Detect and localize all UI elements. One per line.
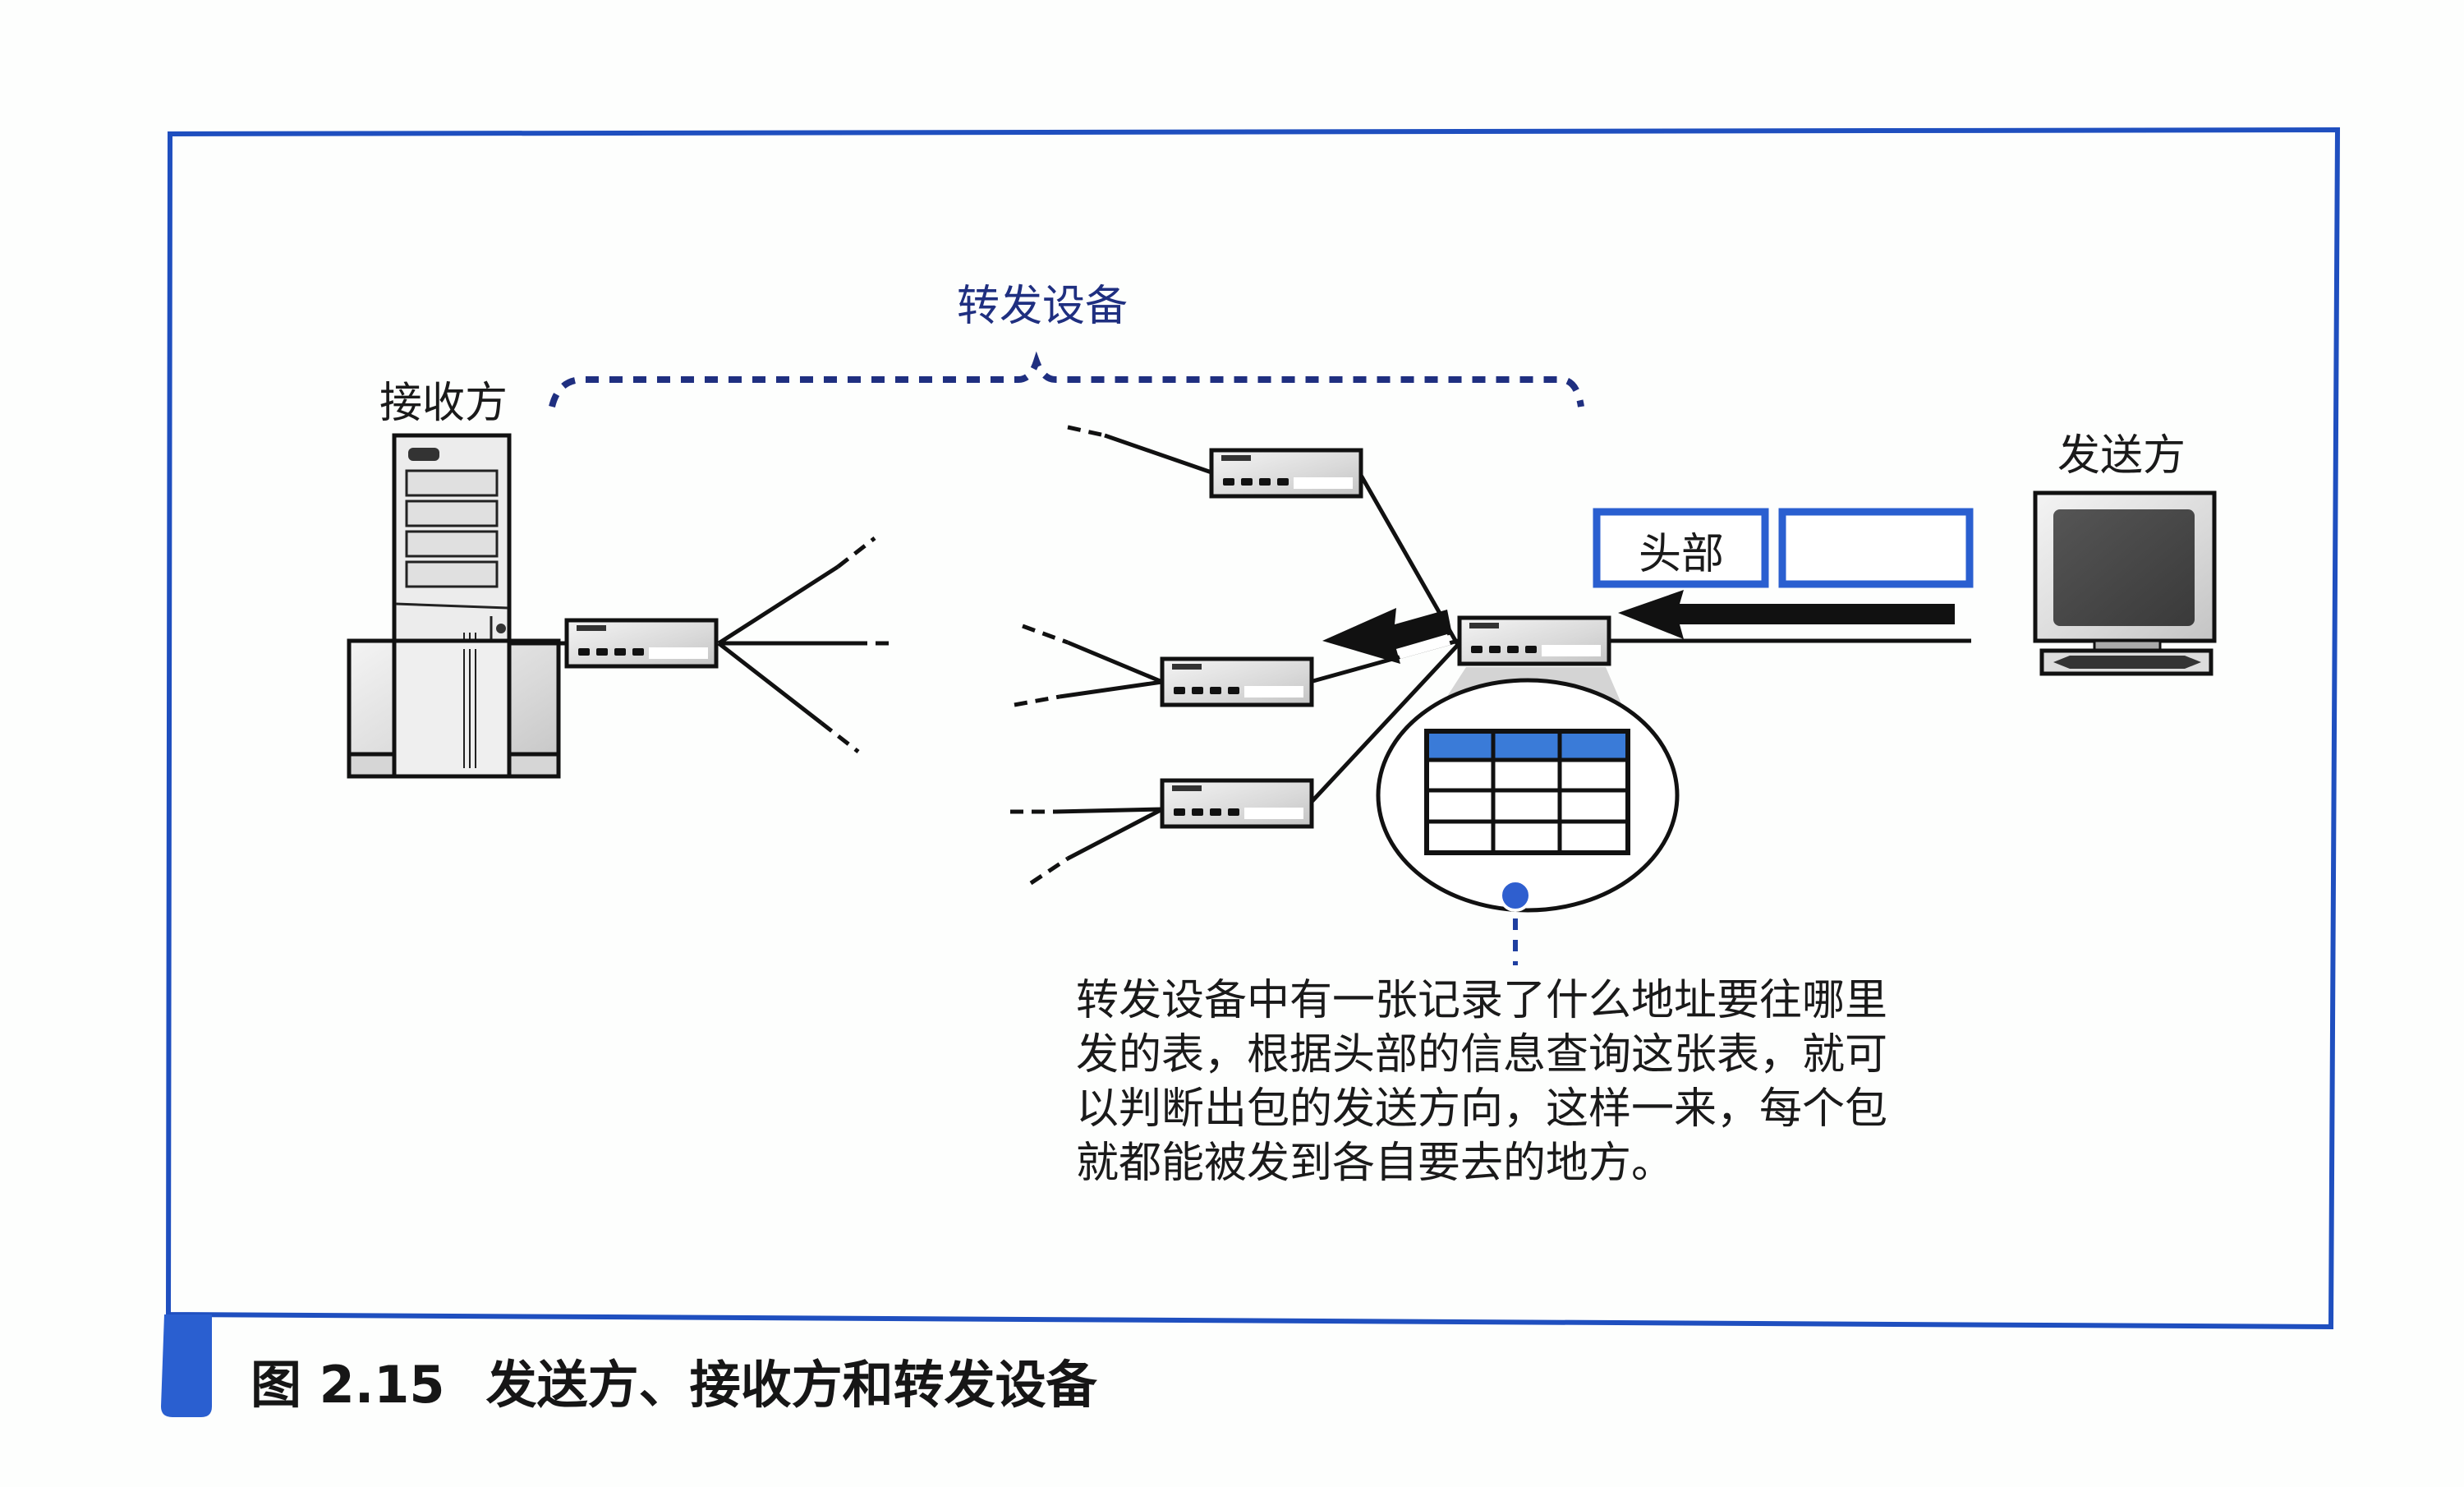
figure-title: 发送方、接收方和转发设备 (485, 1355, 1097, 1415)
server-tower-icon (347, 433, 561, 779)
packet-header-box (1593, 508, 1769, 588)
description-line: 以判断出包的发送方向，这样一来，每个包 (1076, 1084, 1888, 1134)
links-forwarding-network (1010, 425, 1971, 886)
forwarding-devices-label: 转发设备 (957, 282, 1129, 331)
description-line: 发的表，根据头部的信息查询这张表，就可 (1076, 1030, 1888, 1080)
router-bottom-left (1162, 780, 1312, 826)
forward-arrow-icon (1322, 608, 1452, 664)
routing-table-icon (1424, 729, 1630, 855)
packet (1593, 508, 1974, 588)
router-top (1211, 450, 1361, 496)
router-mid-left (1162, 659, 1312, 705)
forwarding-devices-brace (549, 351, 1584, 408)
figure-caption: 图 2.15 发送方、接收方和转发设备 (251, 1343, 1097, 1417)
packet-payload-box (1778, 508, 1974, 588)
links-receiver-side (509, 536, 889, 753)
figure-number: 图 2.15 (251, 1355, 445, 1415)
incoming-arrow-icon (1618, 590, 1955, 639)
callout-dot-icon (1499, 879, 1532, 912)
sender-label: 发送方 (2057, 431, 2186, 481)
routing-table-magnifier (1376, 667, 1680, 965)
caption-tab (161, 1314, 212, 1417)
router-left (567, 620, 716, 666)
packet-header-label: 头部 (1639, 530, 1725, 579)
monitor-icon (2033, 490, 2217, 676)
router-center (1460, 618, 1609, 664)
description-line: 就都能被发到各自要去的地方。 (1076, 1139, 1675, 1188)
routing-table-description: 转发设备中有一张记录了什么地址要往哪里 发的表，根据头部的信息查询这张表，就可 … (1076, 974, 1971, 1190)
receiver-label: 接收方 (379, 379, 508, 428)
figure-frame (165, 127, 2341, 1330)
description-line: 转发设备中有一张记录了什么地址要往哪里 (1076, 976, 1888, 1025)
